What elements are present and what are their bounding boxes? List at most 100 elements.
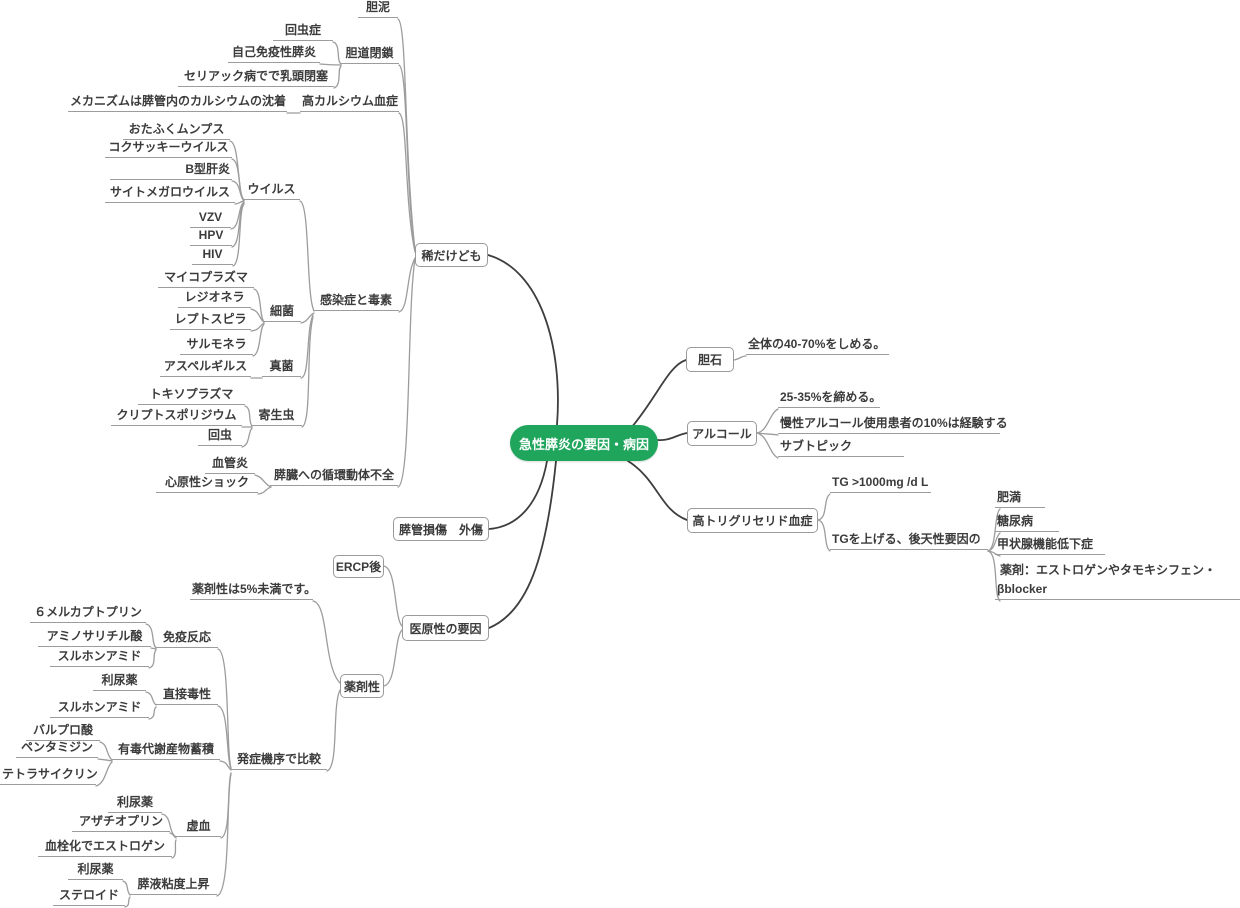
topic-zentai[interactable]: 全体の40-70%をしめる。 [746,337,889,355]
topic-shinkin[interactable]: 真菌 [262,359,301,377]
topic-suieki[interactable]: 膵液粘度上昇 [130,877,217,895]
topic-mechanism[interactable]: メカニズムは膵管内のカルシウムの沈着 [68,94,287,112]
topic-tg1000[interactable]: TG >1000mg /d L [830,475,931,493]
branch-curve [169,832,177,839]
topic-legionella[interactable]: レジオネラ [178,290,251,308]
branch-curve [250,308,265,323]
topic-tgageru[interactable]: TGを上げる、後天性要因の [830,532,988,550]
branch-curve [383,629,403,687]
topic-rinyo1[interactable]: 利尿薬 [93,673,146,691]
topic-hightg[interactable]: 高トリグリセリド血症 [687,508,818,533]
topic-chokudoku[interactable]: 直接毒性 [156,687,218,705]
branch-curve [333,65,342,89]
topic-yakuzai_est_2[interactable]: βblocker [995,582,1240,600]
topic-yakuzaisei[interactable]: 薬剤性 [340,674,384,698]
branch-curve [244,405,253,427]
topic-otafuku[interactable]: おたふくムンプス [123,122,230,140]
topic-valpro[interactable]: バルプロ酸 [26,723,100,741]
topic-tetracycline[interactable]: テトラサイクリン [0,767,98,785]
topic-sulfon2[interactable]: スルホンアミド [50,700,149,718]
branch-curve [987,550,1001,602]
branch-curve [756,432,779,459]
topic-junkan[interactable]: 膵臓への循環動体不全 [270,468,398,486]
topic-hbv[interactable]: B型肝炎 [110,162,232,180]
topic-shingensei[interactable]: 心原性ショック [156,475,258,493]
branch-curve [398,112,416,253]
branch-curve [987,532,1001,552]
topic-celiac[interactable]: セリアック病でで乳頭閉塞 [178,69,334,87]
branch-curve [487,254,559,426]
topic-mycoplasma[interactable]: マイコプラズマ [158,270,254,288]
topic-sulfon1[interactable]: スルホンアミド [50,649,149,667]
topic-crypto[interactable]: クリプトスポリジウム [111,408,242,426]
topic-kekkanen[interactable]: 血管炎 [205,456,255,474]
topic-kyoketsu[interactable]: 虚血 [176,819,221,837]
topic-tonyo[interactable]: 糖尿病 [995,514,1059,532]
topic-yudoku[interactable]: 有毒代謝産物蓄積 [112,742,220,760]
branch-curve [217,705,232,770]
topic-saikin[interactable]: 細菌 [263,304,301,322]
topic-himan[interactable]: 肥満 [995,490,1045,508]
topic-cmv[interactable]: サイトメガロウイルス [105,185,235,203]
central-topic[interactable]: 急性膵炎の要因・病因 [510,425,658,461]
branch-curve [817,519,831,552]
branch-curve [300,312,315,324]
topic-meneki[interactable]: 免疫反応 [156,630,218,648]
topic-kojosen[interactable]: 甲状腺機能低下症 [995,537,1105,555]
branch-curve [299,200,315,312]
topic-p2535[interactable]: 25-35%を締める。 [778,390,881,408]
branch-curve [488,460,557,629]
topic-steroid[interactable]: ステロイド [53,888,125,906]
topic-alcohol[interactable]: アルコール [687,421,757,446]
topic-hiv[interactable]: HIV [192,247,233,265]
topic-rinyo3[interactable]: 利尿薬 [68,862,123,880]
topic-vzv[interactable]: VZV [190,210,231,228]
topic-coxsackie[interactable]: コクサッキーウイルス [105,140,232,158]
branch-curve [216,773,232,897]
topic-mansei[interactable]: 慢性アルコール使用患者の10%は経験する [778,416,1008,434]
topic-jikomeneki[interactable]: 自己免疫性膵炎 [228,45,320,63]
topic-yakuzai_est[interactable]: 薬剤：エストロゲンやタモキシフェン・ [1000,563,1217,577]
topic-leptospira[interactable]: レプトスピラ [170,312,251,330]
topic-kansen[interactable]: 感染症と毒素 [313,293,399,311]
topic-pentamidine[interactable]: ペンタミジン [16,740,98,758]
topic-tando[interactable]: 胆道閉鎖 [340,46,399,64]
topic-suikan[interactable]: 膵管損傷 外傷 [393,517,489,541]
topic-subtopic[interactable]: サブトピック [778,439,904,457]
topic-amino[interactable]: アミノサリチル酸 [38,629,151,647]
topic-kaichu[interactable]: 回虫 [198,428,242,446]
branch-curve [319,63,342,66]
branch-curve [253,288,265,323]
topic-virus[interactable]: ウイルス [243,182,300,200]
branch-curve [217,648,232,769]
topic-kiseichu[interactable]: 寄生虫 [251,408,302,426]
branch-curve [398,64,416,252]
topic-yakuzai5[interactable]: 薬剤性は5%未満です。 [190,582,316,600]
branch-curve [254,474,272,488]
topic-toxoplasma[interactable]: トキソプラズマ [138,387,245,405]
branch-curve [122,880,131,896]
topic-tandei[interactable]: 胆泥 [358,0,398,18]
topic-rare[interactable]: 稀だけども [415,243,488,267]
topic-mercapto[interactable]: ６メルカプトプリン [30,605,146,623]
topic-kaichusho[interactable]: 回虫症 [273,23,333,41]
branch-curve [250,322,265,332]
branch-curve [326,689,341,772]
branch-curve [150,647,157,650]
topic-rinyo2[interactable]: 利尿薬 [108,795,162,813]
branch-curve [301,316,314,428]
topic-kessenka[interactable]: 血栓化でエストロゲン [38,839,172,857]
topic-salmonella[interactable]: サルモネラ [180,337,253,355]
topic-hassho[interactable]: 発症機序で比較 [231,752,327,770]
branch-curve [733,355,747,361]
topic-igensei[interactable]: 医原性の要因 [402,615,489,641]
topic-azathioprine[interactable]: アザチオプリン [72,814,170,832]
topic-hpv[interactable]: HPV [190,228,232,246]
branch-curve [383,565,403,627]
topic-tanseki[interactable]: 胆石 [686,347,734,372]
topic-ercp[interactable]: ERCP後 [333,555,384,578]
branch-curve [95,761,113,787]
topic-hypercal[interactable]: 高カルシウム血症 [300,94,399,112]
topic-aspergillus[interactable]: アスペルギルス [160,359,251,377]
